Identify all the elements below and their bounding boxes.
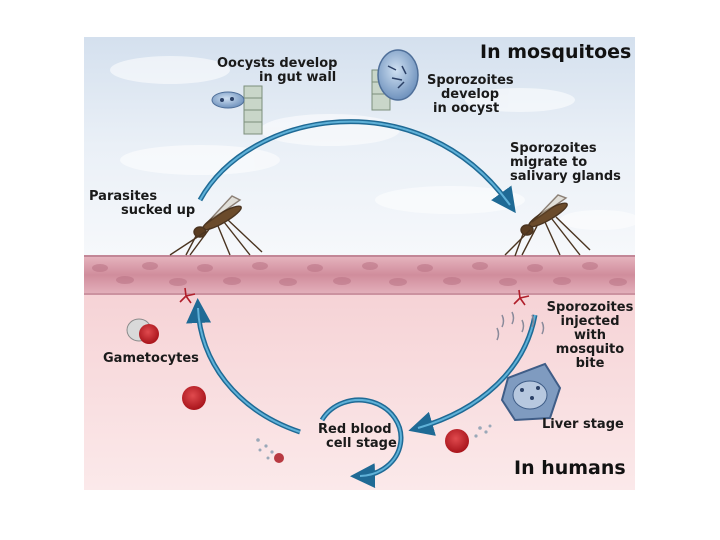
merozoite-dots-liver xyxy=(474,424,492,438)
label-oocysts-line2: in gut wall xyxy=(259,70,337,85)
label-parasites-sucked: Parasites sucked up xyxy=(89,190,199,218)
mosquito-right-icon xyxy=(504,194,591,257)
label-inj-line3: with xyxy=(574,328,606,343)
label-inj-line4: mosquito xyxy=(555,342,625,357)
oocyst-sporozoites-icon xyxy=(371,49,419,111)
gametocyte-rbc-icon xyxy=(139,324,159,344)
label-spz-mig-line2: migrate to xyxy=(510,155,588,170)
label-spz-mig-line3: salivary glands xyxy=(510,169,621,184)
human-region-title: In humans xyxy=(514,457,626,479)
label-sporozoites-migrate: Sporozoites migrate to salivary glands xyxy=(510,142,630,184)
injected-sporozoites-icon xyxy=(496,311,545,341)
label-spz-mig-line1: Sporozoites xyxy=(510,141,597,156)
label-suck-line2: sucked up xyxy=(121,203,196,218)
bite-site-right xyxy=(513,289,530,306)
label-spz-dev-line1: Sporozoites xyxy=(427,73,514,88)
label-oocysts-line1: Oocysts develop xyxy=(217,56,338,71)
label-liver-stage: Liver stage xyxy=(542,417,624,432)
rbc-icon-left xyxy=(182,386,206,410)
label-sporozoites-injected: Sporozoites injected with mosquito bite xyxy=(545,301,635,371)
skin-cells xyxy=(92,262,627,286)
merozoite-dots-rbc xyxy=(256,438,274,460)
label-suck-line1: Parasites xyxy=(89,189,158,204)
skin-layer xyxy=(84,255,635,295)
ruptured-rbc-icon xyxy=(274,453,284,463)
mosquito-left-icon xyxy=(169,195,263,256)
bite-site-left xyxy=(179,287,196,304)
mosquito-region-title: In mosquitoes xyxy=(480,41,632,63)
label-sporozoites-develop: Sporozoites develop in oocyst xyxy=(427,74,537,116)
label-rbc-stage: Red blood cell stage xyxy=(318,423,408,451)
label-rbc-line1: Red blood xyxy=(318,422,392,437)
gut-wall-oocysts-icon xyxy=(211,85,263,135)
label-spz-dev-line2: develop xyxy=(441,87,500,102)
rbc-icon-center xyxy=(445,429,469,453)
label-rbc-line2: cell stage xyxy=(326,436,397,451)
label-gametocytes: Gametocytes xyxy=(103,351,199,366)
label-spz-dev-line3: in oocyst xyxy=(433,101,500,116)
label-inj-line5: bite xyxy=(575,356,605,371)
label-inj-line1: Sporozoites xyxy=(546,300,634,315)
label-inj-line2: injected xyxy=(560,314,620,329)
label-oocysts: Oocysts develop in gut wall xyxy=(217,57,377,85)
liver-cell-icon xyxy=(500,362,562,422)
